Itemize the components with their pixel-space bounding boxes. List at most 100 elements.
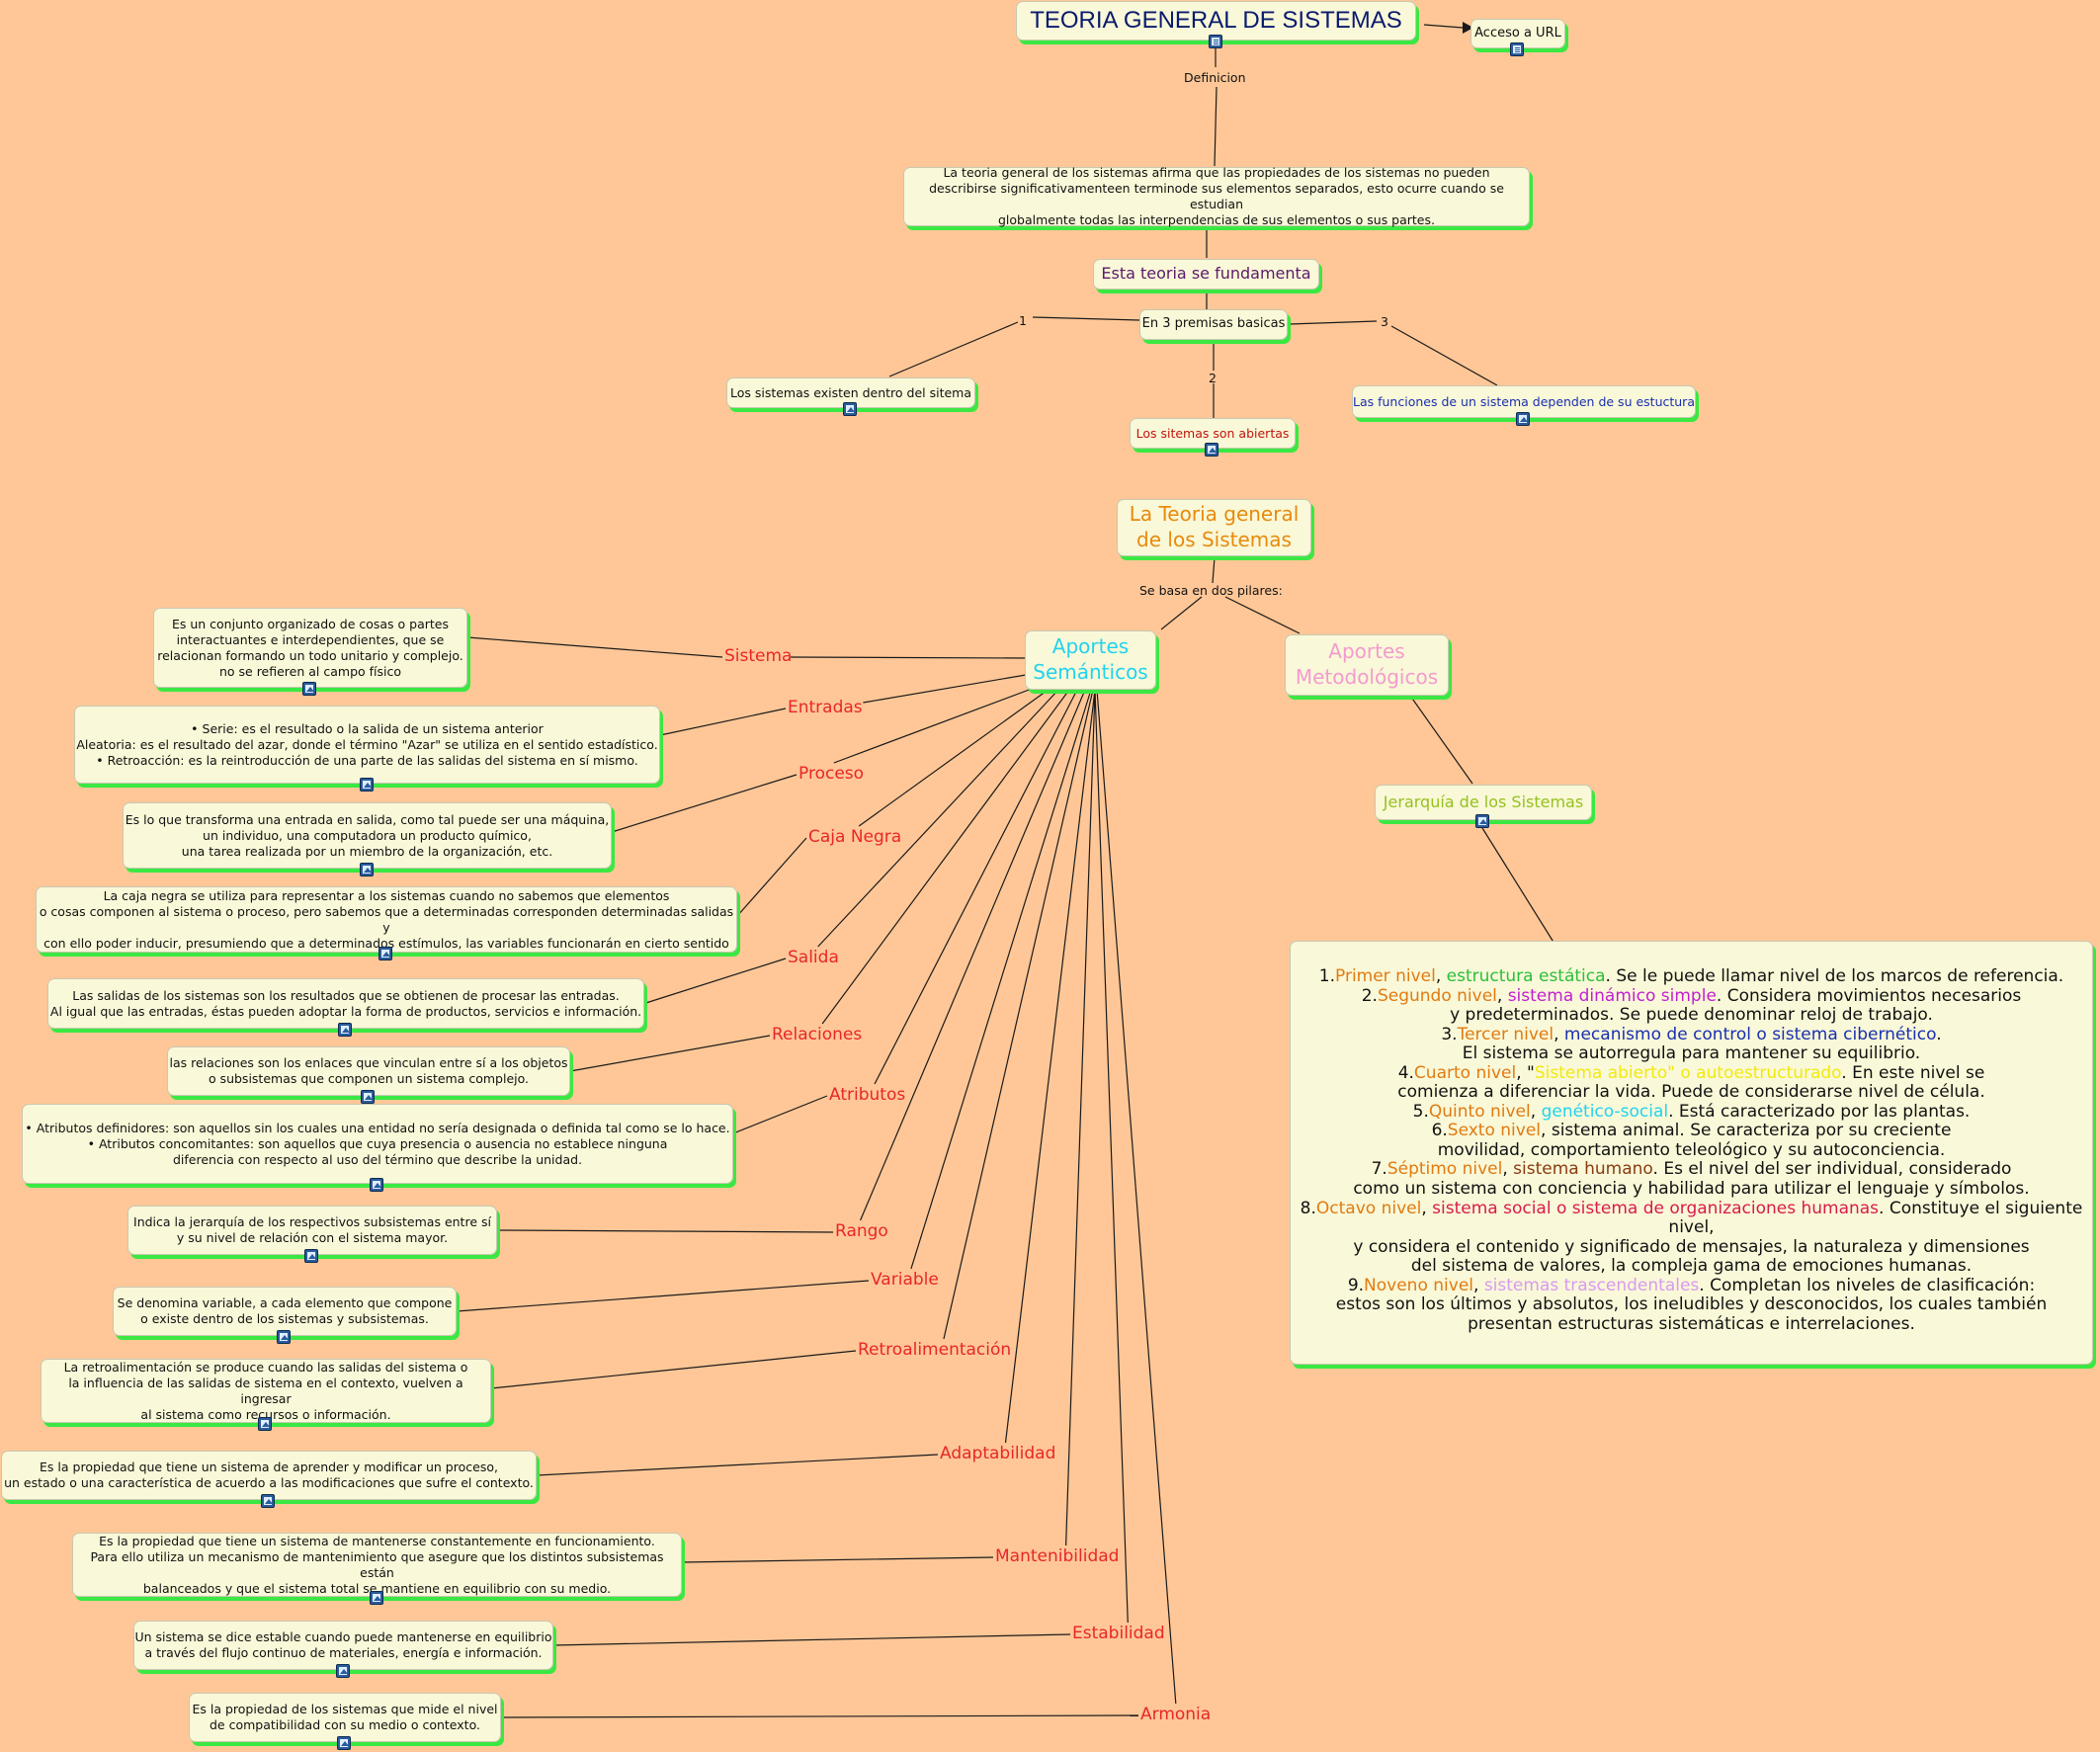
- level-sep: ,: [1554, 1024, 1564, 1044]
- concept-description-item: • Retroacción: es la reintroducción de u…: [76, 753, 657, 769]
- concept-link-line: [736, 837, 807, 917]
- image-icon[interactable]: [338, 1023, 352, 1037]
- hierarchy-level-7: 7.Séptimo nivel, sistema humano. Es el n…: [1295, 1160, 2088, 1199]
- concept-link-line: [569, 1035, 771, 1072]
- concept-description-node[interactable]: Es la propiedad que tiene un sistema de …: [1, 1451, 537, 1508]
- semanticos-text: Aportes Semánticos: [1033, 634, 1148, 684]
- definition-text: La teoria general de los sistemas afirma…: [929, 165, 1504, 227]
- title-node[interactable]: TEORIA GENERAL DE SISTEMAS: [1016, 1, 1416, 48]
- concept-label-11[interactable]: Adaptabilidad: [940, 1444, 1056, 1463]
- concept-label-4[interactable]: Caja Negra: [808, 827, 902, 847]
- concept-description-text: Es la propiedad que tiene un sistema de …: [90, 1533, 664, 1596]
- concept-description-text: Es la propiedad de los sistemas que mide…: [192, 1702, 498, 1732]
- image-icon[interactable]: [261, 1494, 275, 1508]
- level-n: 8.: [1300, 1198, 1316, 1218]
- concept-description-node[interactable]: La caja negra se utiliza para representa…: [36, 886, 737, 960]
- image-icon[interactable]: [359, 863, 374, 876]
- level-type: sistema social o sistema de organizacion…: [1432, 1198, 1880, 1218]
- concept-label-2[interactable]: Entradas: [788, 698, 863, 717]
- concept-description-node[interactable]: • Serie: es el resultado o la salida de …: [74, 706, 660, 792]
- concept-hub-line: [1094, 689, 1129, 1624]
- premisas-node[interactable]: En 3 premisas basicas: [1139, 309, 1288, 340]
- metodologicos-text: Aportes Metodológicos: [1295, 639, 1439, 689]
- metodologicos-node[interactable]: Aportes Metodológicos: [1285, 634, 1449, 696]
- concept-label-7[interactable]: Atributos: [829, 1085, 906, 1105]
- concept-link-line: [611, 774, 798, 833]
- concept-description-node[interactable]: Indica la jerarquía de los respectivos s…: [127, 1206, 497, 1263]
- concept-description-node[interactable]: Se denomina variable, a cada elemento qu…: [113, 1287, 457, 1344]
- level-n: 1.: [1318, 966, 1335, 986]
- concept-link-line: [681, 1556, 994, 1563]
- image-icon[interactable]: [304, 1249, 318, 1263]
- document-icon[interactable]: [1208, 35, 1222, 48]
- tgs-node[interactable]: La Teoria general de los Sistemas: [1117, 499, 1311, 556]
- image-icon[interactable]: [359, 778, 374, 792]
- jerarquia-node[interactable]: Jerarquía de los Sistemas: [1375, 785, 1592, 828]
- image-icon[interactable]: [1516, 412, 1530, 426]
- url-node[interactable]: Acceso a URL: [1470, 19, 1565, 56]
- image-icon[interactable]: [335, 1664, 350, 1678]
- link-label-1: 1: [1019, 313, 1027, 328]
- concept-label-8[interactable]: Rango: [835, 1221, 888, 1241]
- concept-description-node[interactable]: Es la propiedad que tiene un sistema de …: [72, 1533, 682, 1605]
- concept-label-3[interactable]: Proceso: [798, 764, 865, 784]
- concept-description-list: • Atributos definidores: son aquellos si…: [25, 1121, 729, 1168]
- link-icon[interactable]: [1510, 42, 1524, 56]
- image-icon[interactable]: [277, 1330, 291, 1344]
- premise-1-node[interactable]: Los sistemas existen dentro del sitema: [726, 377, 975, 416]
- concept-link-line: [659, 708, 787, 736]
- concept-label-12[interactable]: Mantenibilidad: [995, 1546, 1120, 1566]
- image-icon[interactable]: [378, 947, 392, 960]
- image-icon[interactable]: [361, 1090, 375, 1104]
- concept-description-node[interactable]: Es un conjunto organizado de cosas o par…: [153, 608, 467, 696]
- link-label-definicion: Definicion: [1184, 70, 1246, 85]
- premise-3-node[interactable]: Las funciones de un sistema dependen de …: [1352, 385, 1696, 426]
- concept-link-line: [466, 636, 723, 658]
- concept-description-node[interactable]: La retroalimentación se produce cuando l…: [41, 1359, 491, 1431]
- definition-node[interactable]: La teoria general de los sistemas afirma…: [903, 165, 1530, 227]
- premise-2-node[interactable]: Los sitemas son abiertas: [1130, 418, 1296, 457]
- concept-description-text: Es un conjunto organizado de cosas o par…: [157, 616, 463, 679]
- concept-link-line: [500, 1714, 1139, 1718]
- concept-description-node[interactable]: Es la propiedad de los sistemas que mide…: [189, 1693, 501, 1750]
- image-icon[interactable]: [843, 402, 857, 416]
- jerarquia-levels-node[interactable]: 1.Primer nivel, estructura estática. Se …: [1290, 941, 2093, 1365]
- level-n: 6.: [1431, 1121, 1448, 1141]
- concept-hub-line: [1065, 689, 1096, 1546]
- hierarchy-level-1: 1.Primer nivel, estructura estática. Se …: [1295, 966, 2088, 987]
- image-icon[interactable]: [1475, 814, 1489, 828]
- concept-description-node[interactable]: Es lo que transforma una entrada en sali…: [123, 802, 612, 876]
- image-icon[interactable]: [258, 1417, 272, 1431]
- fundamenta-node[interactable]: Esta teoria se fundamenta: [1093, 259, 1319, 290]
- concept-link-line: [490, 1350, 857, 1389]
- level-name: Segundo nivel: [1377, 985, 1497, 1006]
- concept-label-10[interactable]: Retroalimentación: [858, 1340, 1012, 1360]
- concept-description-node[interactable]: Un sistema se dice estable cuando puede …: [133, 1621, 553, 1678]
- image-icon[interactable]: [369, 1591, 383, 1605]
- concept-label-1[interactable]: Sistema: [724, 646, 793, 666]
- image-icon[interactable]: [1205, 443, 1218, 457]
- concept-label-13[interactable]: Estabilidad: [1072, 1624, 1165, 1643]
- concept-description-text: las relaciones son los enlaces que vincu…: [169, 1055, 568, 1086]
- image-icon[interactable]: [302, 682, 316, 696]
- concept-hub-line: [821, 689, 1070, 1025]
- concept-label-6[interactable]: Relaciones: [772, 1025, 863, 1044]
- concept-description-node[interactable]: • Atributos definidores: son aquellos si…: [22, 1104, 733, 1192]
- link-label-3: 3: [1381, 314, 1388, 329]
- concept-label-9[interactable]: Variable: [871, 1270, 939, 1290]
- level-rest: . Está caracterizado por las plantas.: [1668, 1101, 1971, 1122]
- level-rest: . El sistema se autorregula para mantene…: [1462, 1024, 1942, 1064]
- concept-link-line: [496, 1229, 834, 1233]
- concept-label-14[interactable]: Armonia: [1140, 1705, 1212, 1724]
- image-icon[interactable]: [370, 1178, 383, 1192]
- image-icon[interactable]: [337, 1736, 351, 1750]
- level-sep: ,: [1496, 985, 1508, 1006]
- concept-description-node[interactable]: las relaciones son los enlaces que vincu…: [167, 1046, 570, 1104]
- level-n: 3.: [1441, 1024, 1458, 1044]
- semanticos-node[interactable]: Aportes Semánticos: [1025, 630, 1156, 690]
- concept-label-5[interactable]: Salida: [788, 948, 839, 967]
- level-n: 2.: [1361, 985, 1378, 1006]
- concept-description-node[interactable]: Las salidas de los sistemas son los resu…: [47, 978, 644, 1037]
- level-rest: . Es el nivel del ser individual, consid…: [1353, 1159, 2030, 1200]
- level-name: Octavo nivel: [1315, 1198, 1422, 1218]
